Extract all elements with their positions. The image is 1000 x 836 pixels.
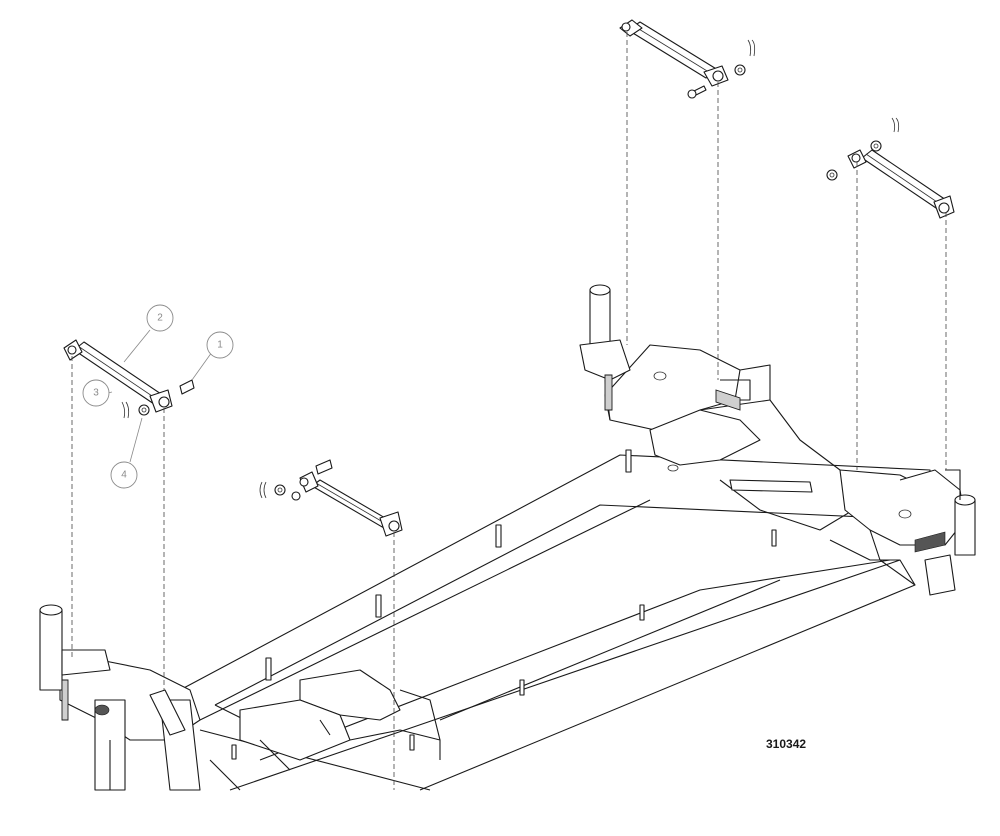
callout-2-label: 2 xyxy=(157,313,163,324)
callout-4-label: 4 xyxy=(121,470,127,481)
callout-4: 4 xyxy=(110,461,138,489)
callout-1-label: 1 xyxy=(217,340,223,351)
cylinder-top-center xyxy=(619,19,756,99)
cylinder-center xyxy=(259,459,403,537)
callouts: 2 1 3 4 xyxy=(82,304,234,489)
chassis-frame xyxy=(39,284,976,791)
cylinder-top-right xyxy=(826,117,955,219)
callout-1: 1 xyxy=(206,331,234,359)
alignment-lines xyxy=(71,32,947,790)
figure-number: 310342 xyxy=(766,737,807,751)
callout-3: 3 xyxy=(82,379,110,407)
callout-3-label: 3 xyxy=(93,388,99,399)
cylinder-left xyxy=(63,339,195,419)
rail-slots xyxy=(231,449,777,760)
callout-2: 2 xyxy=(146,304,174,332)
